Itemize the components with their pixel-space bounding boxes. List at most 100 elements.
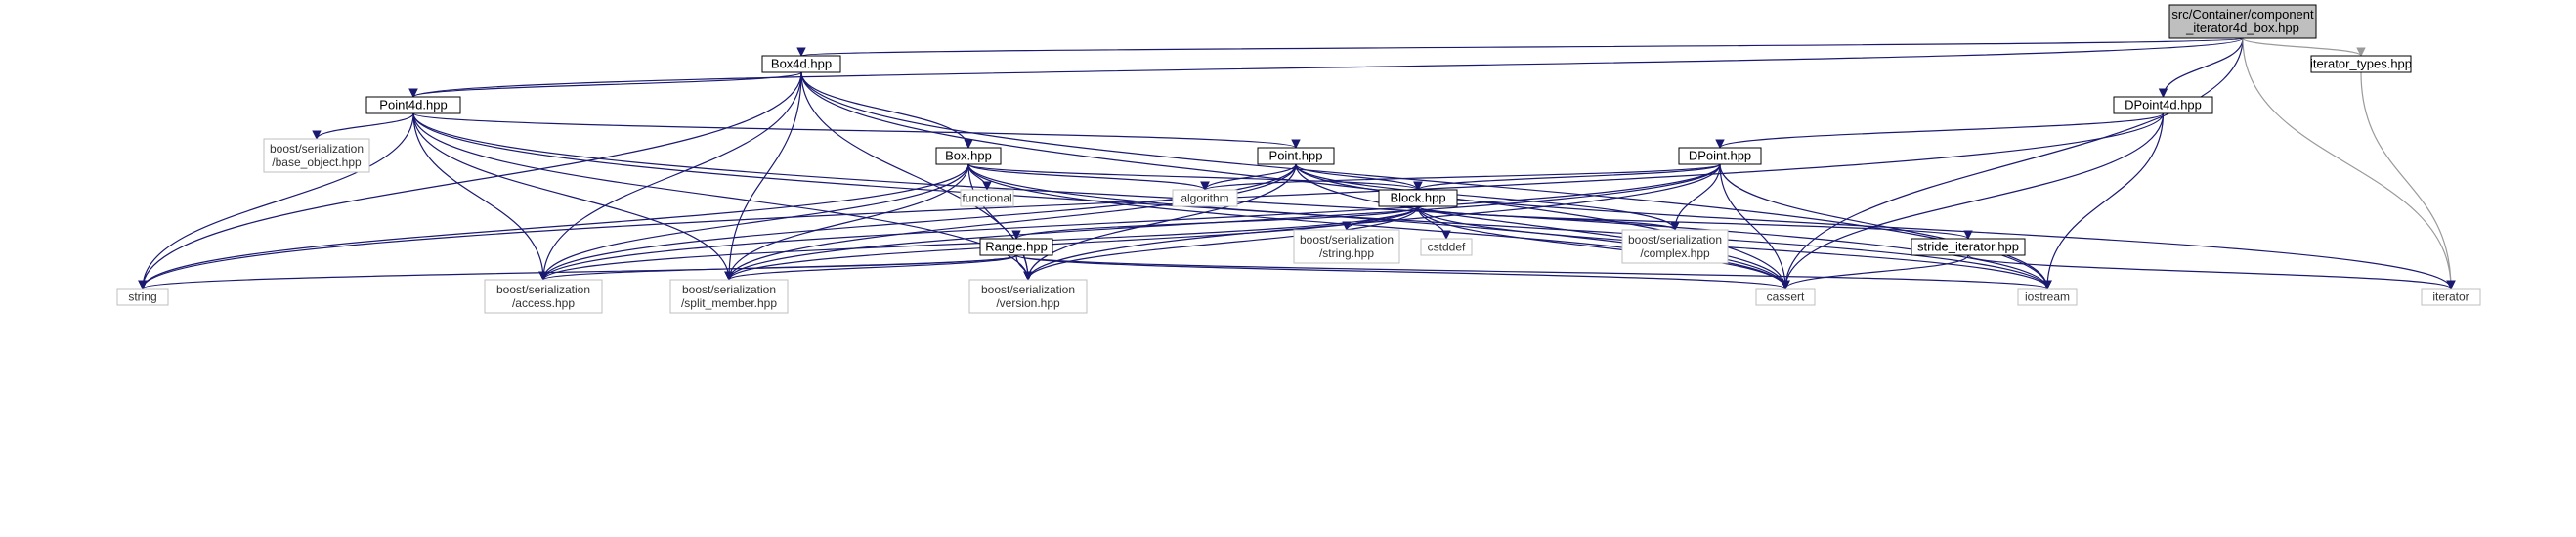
node-box: [2310, 55, 2412, 73]
nodes-layer: src/Container/component_iterator4d_box.h…: [116, 4, 2481, 314]
node-box: [2017, 288, 2078, 306]
node-label: boost/serialization: [270, 142, 364, 156]
node-version: boost/serialization/version.hpp: [968, 279, 1088, 314]
node-box: [2421, 288, 2481, 306]
edge-stride-to-cassert: [1781, 254, 1969, 290]
node-box: [1378, 189, 1458, 207]
edge-point-to-complex: [1295, 163, 1680, 231]
edge-dpoint-to-access: [538, 163, 1721, 281]
edge-root-to-box4d: [797, 37, 2244, 57]
node-label: boost/serialization: [1300, 233, 1394, 246]
node-iterator: iterator: [2421, 288, 2481, 306]
edge-point4d-to-split: [412, 112, 734, 281]
node-box: [263, 138, 370, 173]
node-label: Point4d.hpp: [379, 98, 447, 112]
edge-block-to-cassert: [1417, 205, 1790, 290]
node-box: [1420, 238, 1473, 256]
node-label: string: [128, 291, 156, 304]
node-box: [2113, 96, 2213, 114]
node-box: [1678, 147, 1762, 165]
node-label: iostream: [2025, 291, 2070, 304]
edge-point4d-to-point: [412, 112, 1301, 149]
edge-box-to-split: [724, 163, 969, 281]
node-iterator-types[interactable]: iterator_types.hpp: [2310, 55, 2412, 73]
edge-dpoint-to-block: [1413, 163, 1721, 191]
edge-box4d-to-access: [538, 71, 802, 281]
node-iostream: iostream: [2017, 288, 2078, 306]
node-root[interactable]: src/Container/component_iterator4d_box.h…: [2168, 4, 2317, 39]
edge-dpoint-to-iostream: [1719, 163, 2052, 290]
node-label: boost/serialization: [682, 283, 776, 296]
node-box: [979, 238, 1053, 256]
node-label: stride_iterator.hpp: [1917, 240, 2019, 254]
node-string: string: [116, 288, 169, 306]
edge-box-to-version: [967, 163, 1033, 281]
node-box4d[interactable]: Box4d.hpp: [761, 55, 841, 73]
edge-dpoint-to-complex: [1670, 163, 1721, 231]
edge-point-to-access: [538, 163, 1297, 281]
edge-block-to-iostream: [1417, 205, 2052, 290]
node-box: [669, 279, 789, 314]
node-dpoint4d[interactable]: DPoint4d.hpp: [2113, 96, 2213, 114]
node-label: src/Container/component: [2171, 7, 2314, 22]
node-box: [2168, 4, 2317, 39]
node-cstddef: cstddef: [1420, 238, 1473, 256]
node-box: [1257, 147, 1335, 165]
node-label: boost/serialization: [496, 283, 590, 296]
node-label: /version.hpp: [996, 296, 1060, 310]
edge-dpoint4d-to-iostream: [2042, 112, 2165, 290]
node-label: boost/serialization: [981, 283, 1075, 296]
node-label: /complex.hpp: [1640, 246, 1710, 260]
node-box: [116, 288, 169, 306]
edge-root-to-iterator-types: [2242, 37, 2366, 57]
node-dpoint[interactable]: DPoint.hpp: [1678, 147, 1762, 165]
node-split: boost/serialization/split_member.hpp: [669, 279, 789, 314]
edge-box-to-algorithm: [967, 163, 1210, 191]
edge-box-to-access: [538, 163, 969, 281]
edge-point4d-to-access: [412, 112, 548, 281]
node-box: [1755, 288, 1816, 306]
node-box: [1293, 229, 1400, 264]
node-cassert: cassert: [1755, 288, 1816, 306]
edge-block-to-split: [724, 205, 1419, 281]
node-box: [1911, 238, 2026, 256]
node-label: algorithm: [1181, 192, 1228, 205]
node-label: _iterator4d_box.hpp: [2185, 21, 2299, 35]
node-stride[interactable]: stride_iterator.hpp: [1911, 238, 2026, 256]
edge-dpoint4d-to-dpoint: [1715, 112, 2165, 149]
edge-block-to-stride: [1417, 205, 1973, 240]
node-label: /access.hpp: [512, 296, 575, 310]
node-range[interactable]: Range.hpp: [979, 238, 1053, 256]
edge-dpoint4d-to-cassert: [1781, 112, 2165, 290]
node-label: Block.hpp: [1390, 191, 1445, 205]
node-label: DPoint4d.hpp: [2125, 98, 2202, 112]
node-label: Box.hpp: [945, 149, 992, 163]
node-access: boost/serialization/access.hpp: [484, 279, 603, 314]
edge-box-to-string: [138, 163, 969, 290]
edge-point-to-iterator: [1295, 163, 2456, 290]
edge-block-to-version: [1023, 205, 1419, 281]
node-label: functional: [962, 192, 1011, 205]
edge-box-to-block: [967, 163, 1423, 191]
edge-range-to-iostream: [1015, 254, 2052, 290]
node-box: [1621, 229, 1729, 264]
node-point[interactable]: Point.hpp: [1257, 147, 1335, 165]
node-box: [1172, 189, 1238, 207]
node-complex: boost/serialization/complex.hpp: [1621, 229, 1729, 264]
edge-box4d-to-box: [800, 71, 973, 149]
edge-dpoint-to-version: [1023, 163, 1721, 281]
edge-point-to-block: [1295, 163, 1423, 191]
edge-dpoint-to-cassert: [1719, 163, 1790, 290]
edge-point-to-cassert: [1295, 163, 1790, 290]
node-point4d[interactable]: Point4d.hpp: [365, 96, 461, 114]
edge-box4d-to-string: [138, 71, 802, 290]
node-label: cstddef: [1428, 241, 1466, 254]
node-box[interactable]: Box.hpp: [935, 147, 1002, 165]
node-algorithm: algorithm: [1172, 189, 1238, 207]
edge-point4d-to-string: [138, 112, 414, 290]
node-block[interactable]: Block.hpp: [1378, 189, 1458, 207]
node-label: cassert: [1767, 291, 1805, 304]
node-box: [484, 279, 603, 314]
edge-box4d-to-point4d: [408, 71, 802, 98]
